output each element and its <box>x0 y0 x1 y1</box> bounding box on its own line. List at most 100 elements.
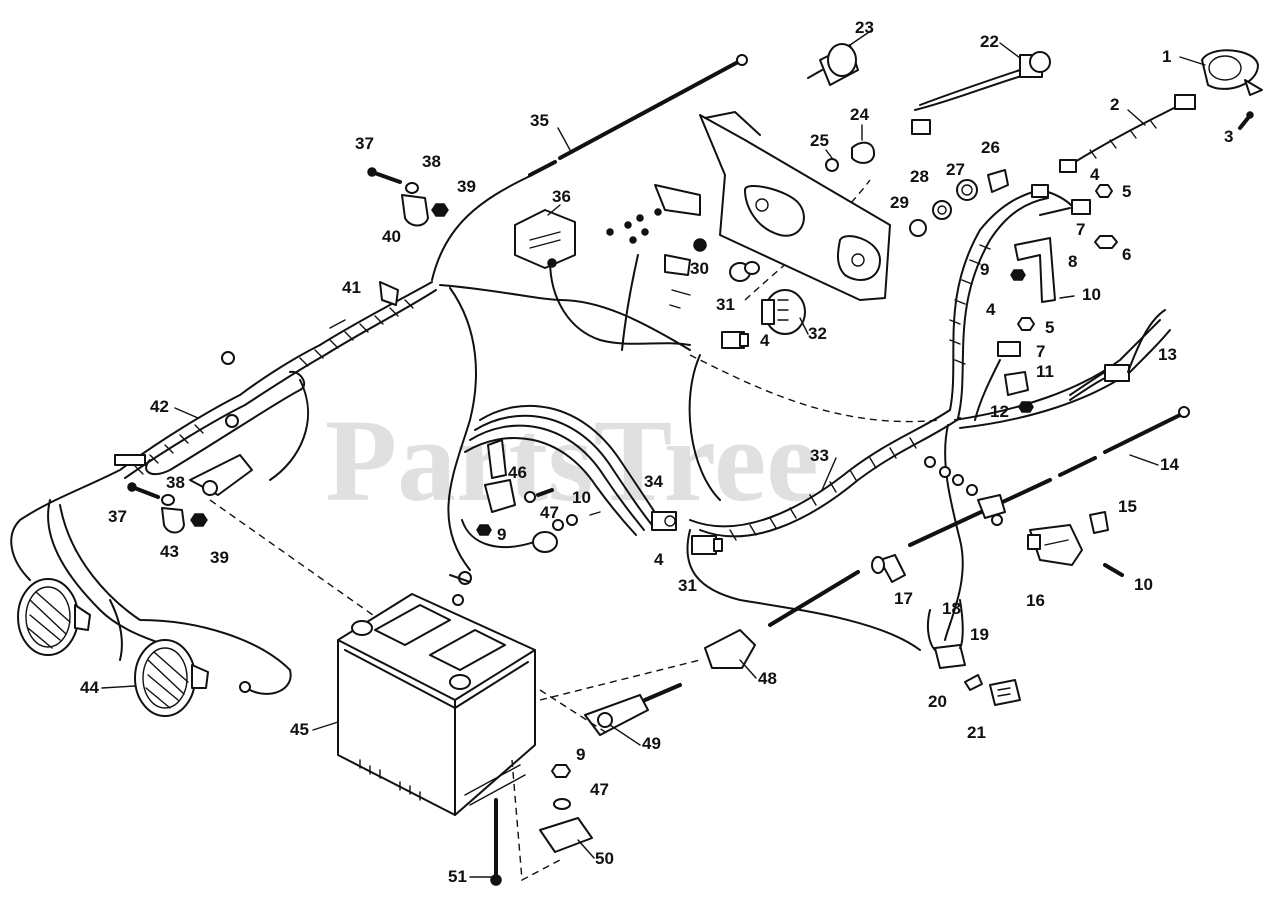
screw-3 <box>1238 111 1254 130</box>
callout-46: 46 <box>508 463 527 482</box>
wire-2 <box>1059 94 1196 173</box>
solenoid-16 <box>1027 524 1083 566</box>
callout-11: 11 <box>1036 362 1054 381</box>
callout-41: 41 <box>342 278 361 297</box>
callout-22: 22 <box>980 32 999 51</box>
callout-23: 23 <box>855 18 874 37</box>
battery-45 <box>337 593 536 816</box>
bolt-37-lower <box>127 482 160 499</box>
callout-6: 6 <box>1122 245 1131 264</box>
callout-33: 33 <box>810 446 829 465</box>
callout-9c: 9 <box>576 745 585 764</box>
switch-4-7-5-lower <box>974 317 1035 421</box>
callout-29: 29 <box>890 193 909 212</box>
grommet-28 <box>932 200 952 220</box>
washer-38-upper <box>405 182 419 194</box>
callout-9: 9 <box>980 260 989 279</box>
connector-18-19 <box>926 599 966 669</box>
callout-20: 20 <box>928 692 947 711</box>
nut-6 <box>1094 235 1118 249</box>
callout-39b: 39 <box>210 548 229 567</box>
nut-12 <box>1018 401 1034 413</box>
callout-42: 42 <box>150 397 169 416</box>
callout-28: 28 <box>910 167 929 186</box>
callout-5b: 5 <box>1045 318 1054 337</box>
callout-47: 47 <box>540 503 559 522</box>
callout-21: 21 <box>967 723 986 742</box>
callout-50: 50 <box>595 849 614 868</box>
terminal-49 <box>584 683 682 736</box>
starter-plug <box>449 531 558 606</box>
callout-4d: 4 <box>654 550 664 569</box>
callout-24: 24 <box>850 105 869 124</box>
clamp-41 <box>329 281 399 329</box>
bulb-25 <box>825 158 839 172</box>
callout-9b: 9 <box>497 525 506 544</box>
grommet-dash-inner <box>744 261 760 275</box>
nut-9-middle <box>476 524 492 536</box>
callout-labels: 1 2 3 4 5 6 7 8 9 10 4 5 7 11 12 13 14 1… <box>80 18 1233 886</box>
dash-panel <box>699 111 891 301</box>
headlight-right <box>134 639 209 717</box>
callout-34: 34 <box>644 472 663 491</box>
hardware-47-10 <box>524 488 601 531</box>
callout-36: 36 <box>552 187 571 206</box>
callout-10c: 10 <box>572 488 591 507</box>
terminal-block-right <box>924 456 1006 526</box>
plug-22 <box>911 51 1051 135</box>
callout-51: 51 <box>448 867 467 886</box>
grommet-27 <box>956 179 978 201</box>
connector-13 <box>1069 309 1166 401</box>
battery-cable-48 <box>539 570 860 701</box>
callout-7b: 7 <box>1036 342 1045 361</box>
hold-down-hardware <box>490 759 593 886</box>
callout-15: 15 <box>1118 497 1137 516</box>
cable-14 <box>908 406 1190 547</box>
nut-39-upper <box>431 203 449 217</box>
regulator-36 <box>514 209 691 346</box>
cover-15 <box>1089 511 1109 534</box>
callout-39: 39 <box>457 177 476 196</box>
callout-37: 37 <box>355 134 374 153</box>
callout-4c: 4 <box>760 331 770 350</box>
callout-43: 43 <box>160 542 179 561</box>
callout-19: 19 <box>970 625 989 644</box>
callout-10b: 10 <box>1134 575 1153 594</box>
callout-5: 5 <box>1122 182 1131 201</box>
callout-48: 48 <box>758 669 777 688</box>
callout-7: 7 <box>1076 220 1085 239</box>
callout-18: 18 <box>942 599 961 618</box>
light-harness <box>10 370 309 695</box>
callout-4: 4 <box>1090 165 1100 184</box>
battery-cable-terminal-42 <box>189 351 253 496</box>
clamp-40 <box>401 194 429 227</box>
connector-31-lower <box>691 535 723 555</box>
grommet-29 <box>909 219 927 237</box>
horn-1 <box>1201 49 1263 96</box>
callout-38b: 38 <box>166 473 185 492</box>
callout-30: 30 <box>690 259 709 278</box>
callout-40: 40 <box>382 227 401 246</box>
light-socket-24 <box>851 141 876 164</box>
callout-8: 8 <box>1068 252 1077 271</box>
cable-35 <box>431 54 748 281</box>
callout-1: 1 <box>1162 47 1171 66</box>
bracket-8 <box>1014 237 1056 303</box>
callout-3: 3 <box>1224 127 1233 146</box>
callout-13: 13 <box>1158 345 1177 364</box>
callout-10: 10 <box>1082 285 1101 304</box>
clamp-43 <box>161 507 185 534</box>
callout-44: 44 <box>80 678 99 697</box>
lens-26 <box>987 169 1009 193</box>
fuse-20 <box>964 674 983 691</box>
callout-49: 49 <box>642 734 661 753</box>
bracket-11 <box>1004 371 1029 396</box>
nut-39-lower <box>190 513 208 527</box>
callout-31b: 31 <box>678 576 697 595</box>
ignition-switch-32 <box>761 289 806 335</box>
callout-4b: 4 <box>986 300 996 319</box>
callout-2: 2 <box>1110 95 1119 114</box>
callout-26: 26 <box>981 138 1000 157</box>
bracket-30 <box>606 184 707 351</box>
